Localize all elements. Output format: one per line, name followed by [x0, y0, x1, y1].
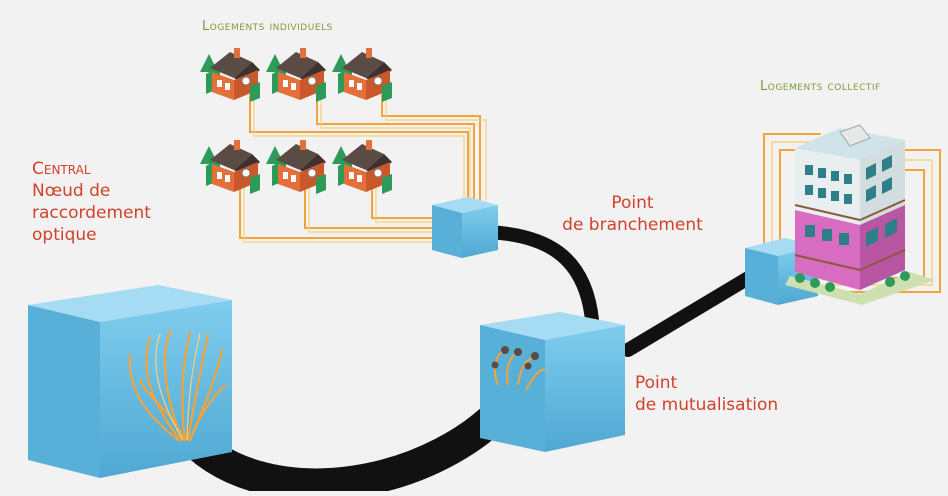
- branching-point-label: Point de branchement: [545, 192, 720, 236]
- mutualisation-line-1: Point: [635, 373, 678, 393]
- central-line-2: raccordement: [32, 203, 151, 223]
- mutualisation-point-cube: [480, 312, 625, 452]
- fiber-cables: [169, 225, 777, 496]
- branching-point-cube: [432, 197, 498, 258]
- fiber-bundle-central: [128, 328, 227, 442]
- house-icon: [200, 140, 260, 194]
- branching-line-2: de branchement: [562, 215, 703, 235]
- collective-housing-title: Logements collectif: [760, 79, 881, 94]
- house-icon: [332, 140, 392, 194]
- house-icon: [266, 48, 326, 102]
- cable-mutualisation-to-branchement: [481, 225, 599, 327]
- house-icon: [266, 140, 326, 194]
- cable-central-to-mutualisation: [169, 379, 531, 496]
- central-line-3: optique: [32, 225, 97, 245]
- mutualisation-line-2: de mutualisation: [635, 395, 779, 415]
- central-title: Central: [32, 159, 91, 179]
- house-icon: [332, 48, 392, 102]
- central-label: Central Nœud de raccordement optique: [32, 158, 151, 246]
- fiber-drop-lines: [239, 94, 487, 243]
- house-icon: [200, 48, 260, 102]
- individual-houses: [200, 48, 392, 194]
- branching-line-1: Point: [611, 193, 654, 213]
- central-office-cube: [28, 285, 232, 478]
- individual-housing-title: Logements individuels: [202, 19, 333, 34]
- central-line-1: Nœud de: [32, 181, 111, 201]
- mutualisation-point-label: Point de mutualisation: [635, 372, 778, 416]
- apartment-building-icon: [785, 124, 935, 305]
